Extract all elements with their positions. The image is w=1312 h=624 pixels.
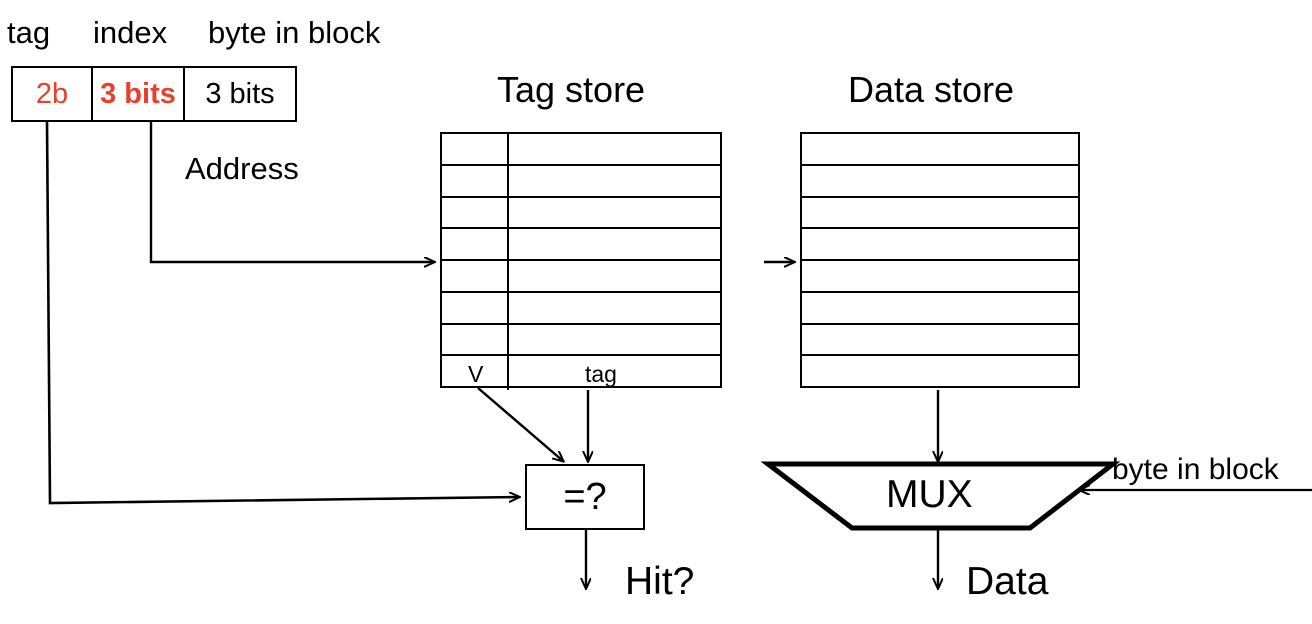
address-cell-byte-in-block-width: 3 bits [205,77,275,110]
data-store-title: Data store [848,69,1015,110]
tag-store-row [442,290,720,325]
data-store-row [802,261,1078,293]
address-caption: Address [185,151,299,186]
data-store-row [802,198,1078,230]
mux-shape [760,461,1121,531]
data-store-row [802,229,1078,261]
data-store-row [802,166,1078,198]
data-store-grid [800,132,1080,388]
address-cell-index-width: 3 bits [93,68,185,120]
output-label-data: Data [966,560,1049,603]
output-label-hit: Hit? [625,560,695,603]
tag-to-comparator-wire [45,121,519,505]
mux-label: MUX [886,473,973,516]
tag-store-valid-column-label: V [468,361,484,387]
tag-store-title: Tag store [497,69,646,110]
data-store-row [802,325,1078,357]
tag-store-row [442,163,720,198]
data-store-row [802,293,1078,325]
tag-store-tag-column-label: tag [585,361,617,387]
comparator-block: =? [525,464,645,530]
address-cell-tag-width: 2b [13,68,93,120]
index-to-tagstore-wire [149,122,434,262]
tag-store-grid [440,132,722,390]
tag-store-row [442,354,720,390]
data-store-row [802,356,1078,388]
data-store-row [802,134,1078,166]
address-field-box: 2b 3 bits 3 bits [11,66,297,122]
field-label-index: index [93,15,168,50]
tag-store-row [442,259,720,293]
tag-store-row [442,227,720,261]
tag-store-row [442,195,720,230]
mux-select-label: byte in block [1112,453,1279,486]
tag-store-row [442,322,720,357]
tag-store-row [442,132,720,166]
valid-to-comparator-wire [477,387,563,461]
field-label-byte-in-block: byte in block [208,15,381,50]
field-label-tag: tag [7,15,51,50]
